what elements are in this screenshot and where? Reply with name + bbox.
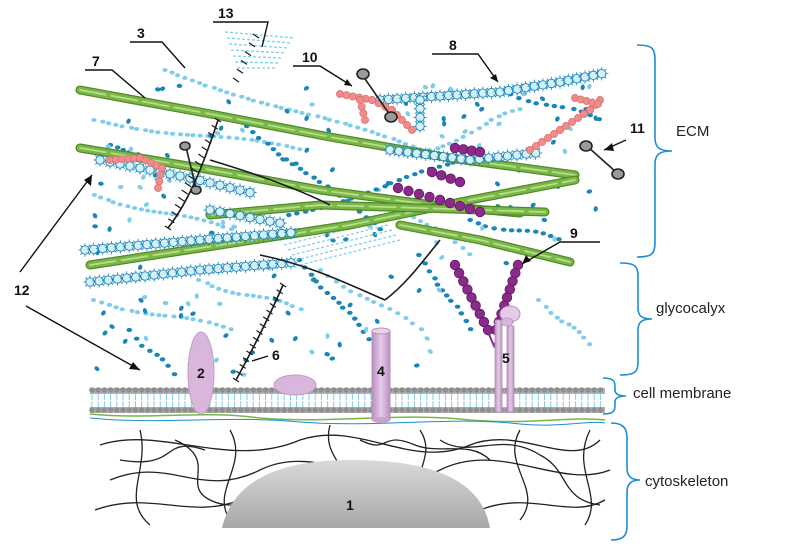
glycocalyx-brace bbox=[619, 262, 653, 376]
arrowheads bbox=[84, 74, 614, 370]
label-9: 9 bbox=[570, 225, 578, 241]
nucleus bbox=[222, 460, 490, 528]
pink-chains bbox=[106, 90, 604, 192]
ecm-label: ECM bbox=[676, 123, 709, 140]
membrane-protein-globular bbox=[273, 374, 317, 396]
glycocalyx-label: glycocalyx bbox=[656, 300, 726, 317]
cytoskeleton-brace bbox=[610, 422, 641, 541]
leader-lines bbox=[19, 21, 627, 371]
membrane-label: cell membrane bbox=[633, 385, 731, 402]
label-8: 8 bbox=[449, 37, 457, 53]
cytoskeleton-label: cytoskeleton bbox=[645, 473, 728, 490]
cell-membrane-bilayer bbox=[89, 387, 606, 426]
ecm-filaments bbox=[167, 119, 441, 381]
proteoglycan-chains bbox=[392, 142, 524, 349]
label-12: 12 bbox=[14, 282, 30, 298]
membrane-proteins bbox=[187, 305, 521, 423]
label-6: 6 bbox=[272, 347, 280, 363]
label-11: 11 bbox=[630, 120, 645, 136]
label-7: 7 bbox=[92, 53, 100, 69]
elastin-fibers bbox=[78, 67, 609, 289]
label-3: 3 bbox=[137, 25, 145, 41]
integrin-5 bbox=[494, 305, 521, 413]
grey-dumbbell-molecules bbox=[179, 68, 625, 195]
label-2: 2 bbox=[197, 365, 205, 381]
label-10: 10 bbox=[302, 49, 318, 65]
label-13: 13 bbox=[218, 5, 234, 21]
glycosaminoglycan-beads bbox=[90, 31, 602, 377]
ecm-brace bbox=[636, 44, 673, 258]
label-4: 4 bbox=[377, 363, 385, 379]
label-1: 1 bbox=[346, 497, 354, 513]
label-5: 5 bbox=[502, 350, 510, 366]
filament-ticks bbox=[164, 33, 287, 383]
membrane-brace bbox=[602, 377, 627, 415]
region-braces bbox=[602, 44, 673, 541]
membrane-protein-2 bbox=[187, 331, 215, 415]
